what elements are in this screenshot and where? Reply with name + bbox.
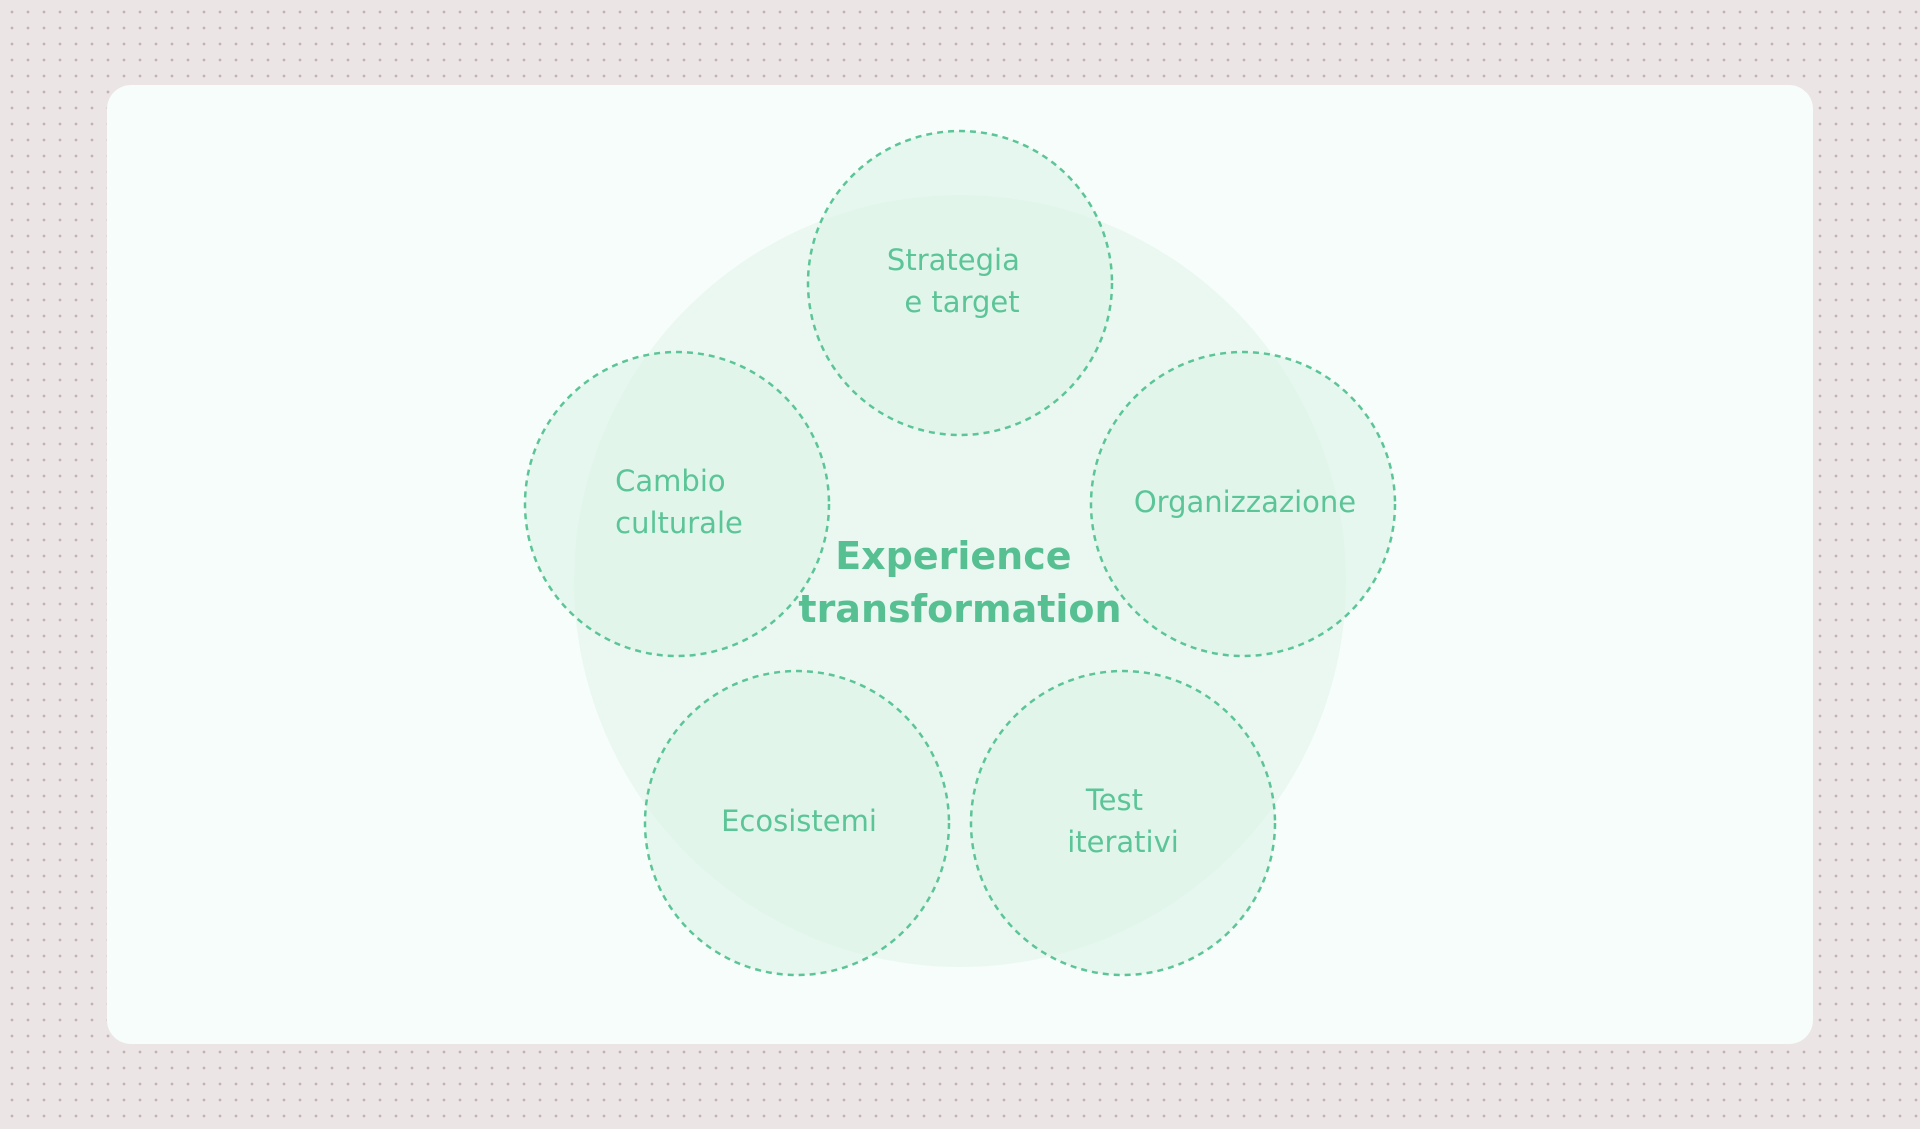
node-label-ecosistemi: Ecosistemi bbox=[721, 804, 877, 838]
node-label-test-iterativi-line-2: iterativi bbox=[1067, 825, 1179, 859]
node-circle-organizzazione bbox=[1089, 350, 1397, 658]
node-ecosistemi: Ecosistemi bbox=[643, 669, 951, 977]
node-test-iterativi: Test iterativi bbox=[969, 669, 1277, 977]
node-circle-ecosistemi bbox=[643, 669, 951, 977]
node-circle-cambio-culturale bbox=[523, 350, 831, 658]
node-label-cambio-culturale-line-2: culturale bbox=[615, 506, 743, 540]
node-label-cambio-culturale-line-1: Cambio bbox=[615, 464, 725, 498]
node-label-strategia-line-2: e target bbox=[904, 285, 1019, 319]
node-cambio-culturale: Cambio culturale bbox=[523, 350, 831, 658]
node-circle-test-iterativi bbox=[969, 669, 1277, 977]
node-label-test-iterativi-line-1: Test bbox=[1085, 783, 1143, 817]
node-label-organizzazione: Organizzazione bbox=[1134, 485, 1356, 519]
center-title-line-1: Experience bbox=[835, 534, 1071, 578]
center-title: Experience transformation bbox=[798, 534, 1121, 631]
node-label-ecosistemi-line-1: Ecosistemi bbox=[721, 804, 877, 838]
node-label-organizzazione-line-1: Organizzazione bbox=[1134, 485, 1356, 519]
node-label-test-iterativi: Test iterativi bbox=[1067, 783, 1179, 859]
node-label-strategia-line-1: Strategia bbox=[887, 243, 1020, 277]
node-circle-strategia bbox=[806, 129, 1114, 437]
node-strategia: Strategia e target bbox=[806, 129, 1114, 437]
node-organizzazione: Organizzazione bbox=[1089, 350, 1397, 658]
node-label-strategia: Strategia e target bbox=[887, 243, 1029, 319]
center-title-line-2: transformation bbox=[798, 587, 1121, 631]
node-label-cambio-culturale: Cambio culturale bbox=[615, 464, 743, 540]
